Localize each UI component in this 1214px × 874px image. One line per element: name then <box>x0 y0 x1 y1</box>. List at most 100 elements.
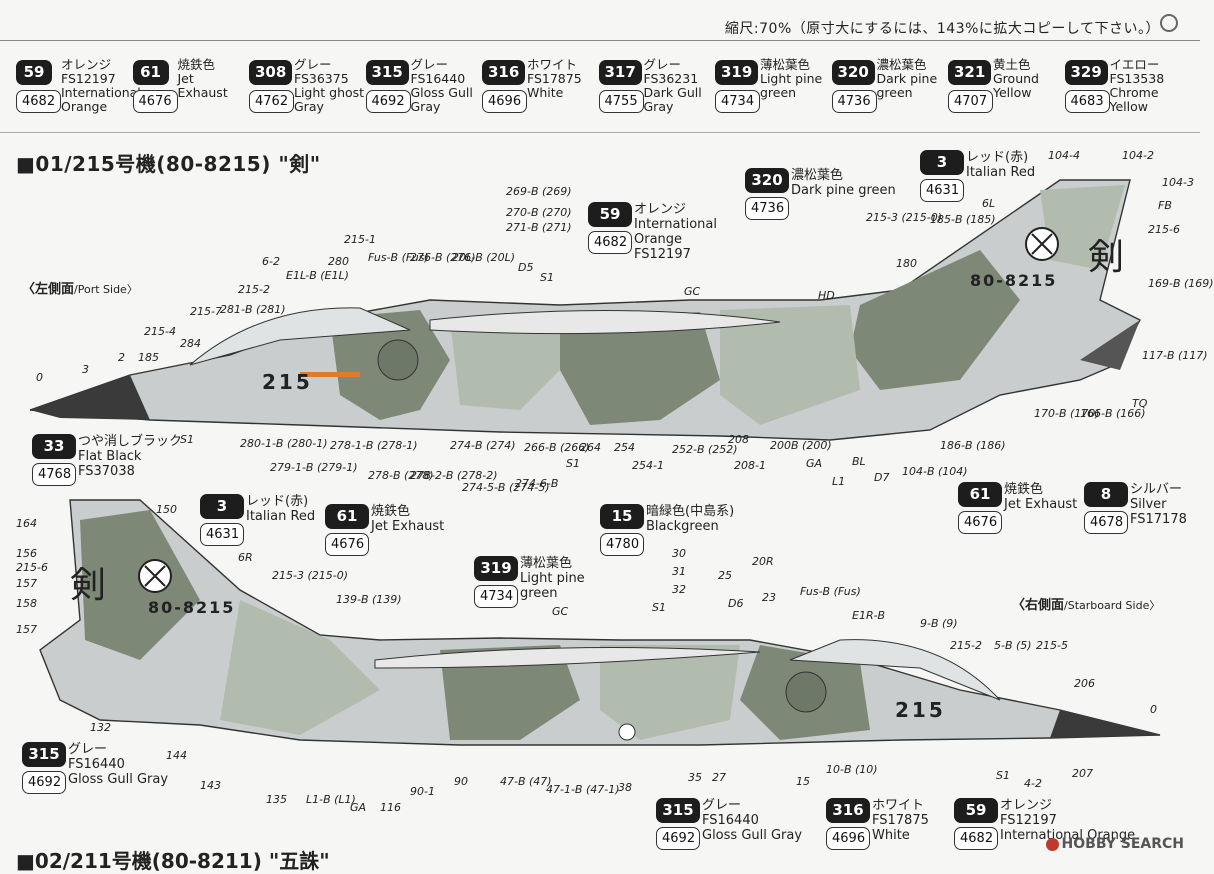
starboard-part-label: 47-1-B (47-1) <box>546 783 620 796</box>
mr-color-badge: 4682 <box>16 90 62 113</box>
port-wing <box>429 309 781 335</box>
starboard-jet <box>39 339 1161 746</box>
paint-code-badge: 59 <box>16 60 52 85</box>
legend-line: Gray <box>294 99 324 114</box>
legend-line: FS13538 <box>1109 71 1165 86</box>
port-part-label: 117-B (117) <box>1142 349 1208 362</box>
port-part-label: 0 <box>36 371 43 384</box>
port-part-label: S1 <box>566 457 580 470</box>
port-part-label: 281-B (281) <box>220 303 286 316</box>
port-part-label: 104-2 <box>1122 149 1154 162</box>
callout-line: Silver <box>1130 497 1167 512</box>
stbd-camo-dark-2 <box>440 645 580 740</box>
legend-line: Light ghost <box>294 85 365 100</box>
legend-line: 薄松葉色 <box>760 57 811 72</box>
port-part-label: GC <box>684 285 701 298</box>
paint-code-badge: 315 <box>656 798 700 823</box>
port-part-label: 264 <box>580 441 601 454</box>
starboard-part-label: 31 <box>672 565 686 578</box>
paint-code-badge: 320 <box>745 168 789 193</box>
starboard-part-label: 23 <box>762 591 776 604</box>
starboard-part-label: 150 <box>156 503 177 516</box>
callout-line: ホワイト <box>872 798 925 813</box>
paint-code-badge: 319 <box>474 556 518 581</box>
starboard-part-label: GC <box>552 605 569 618</box>
port-part-label: 278-B (278) <box>368 469 434 482</box>
legend-line: ホワイト <box>527 57 578 72</box>
stbd-wing <box>374 647 761 669</box>
callout-line: レッド(赤) <box>966 150 1029 165</box>
port-part-label: D7 <box>874 471 890 484</box>
legend-line: Dark pine <box>876 71 938 86</box>
port-part-label: 6L <box>982 197 996 210</box>
paint-code-badge: 308 <box>249 60 293 85</box>
stbd-nose-number: 215 <box>895 698 946 722</box>
legend-line: Gray <box>643 99 674 114</box>
port-part-label: 271-B (271) <box>506 221 572 234</box>
port-part-label: 215-3 (215-0) <box>866 211 943 224</box>
port-part-label: BL <box>852 455 866 468</box>
starboard-part-label: 6R <box>238 551 253 564</box>
legend-line: イエロー <box>1109 57 1160 72</box>
stbd-tail-code: 80-8215 <box>148 598 236 617</box>
starboard-part-label: 164 <box>16 517 37 530</box>
callout-line: 暗緑色(中島系) <box>646 504 735 519</box>
starboard-part-label: S1 <box>652 601 666 614</box>
starboard-part-label: 4-2 <box>1024 777 1042 790</box>
port-part-label: 6-2 <box>262 255 280 268</box>
mr-color-badge: 4734 <box>715 90 761 113</box>
starboard-part-label: 20R <box>752 555 774 568</box>
starboard-part-label: GA <box>350 801 367 814</box>
stbd-radome <box>1050 710 1160 738</box>
port-camo-dark-2 <box>560 312 720 425</box>
paint-code-badge: 315 <box>22 742 66 767</box>
starboard-part-label: 10-B (10) <box>826 763 878 776</box>
legend-line: Ground <box>993 71 1039 86</box>
callout-line: オレンジ <box>1000 798 1053 813</box>
paint-code-badge: 3 <box>200 494 244 519</box>
port-tail-code: 80-8215 <box>970 271 1058 290</box>
starboard-part-label: 38 <box>618 781 632 794</box>
legend-line: 黄土色 <box>993 57 1031 72</box>
port-hinomaru <box>377 339 419 381</box>
callout-line: 濃松葉色 <box>791 168 844 183</box>
legend-line: Gloss Gull <box>410 85 473 100</box>
port-part-label: 254-1 <box>632 459 664 472</box>
mr-color-badge: 4736 <box>831 90 877 113</box>
port-part-label: 166-B (166) <box>1080 407 1146 420</box>
starboard-part-label: 215-6 <box>16 561 48 574</box>
callout-line: green <box>520 586 558 601</box>
stbd-intake-marker <box>618 723 636 741</box>
starboard-part-label: 135 <box>266 793 287 806</box>
starboard-part-label: 30 <box>672 547 686 560</box>
legend-line: Yellow <box>993 85 1032 100</box>
callout-line: Flat Black <box>78 449 142 464</box>
port-canopy <box>189 307 411 366</box>
port-part-label: S1 <box>180 433 194 446</box>
port-part-label: 208-1 <box>734 459 766 472</box>
starboard-part-label: 215-3 (215-0) <box>272 569 349 582</box>
callout-line: 薄松葉色 <box>520 556 573 571</box>
starboard-part-label: 132 <box>90 721 111 734</box>
legend-line: FS36375 <box>294 71 349 86</box>
callout-line: FS17178 <box>1130 512 1187 527</box>
callout-text: レッド(赤)Italian Red <box>246 494 315 524</box>
port-nozzle <box>1080 320 1140 370</box>
